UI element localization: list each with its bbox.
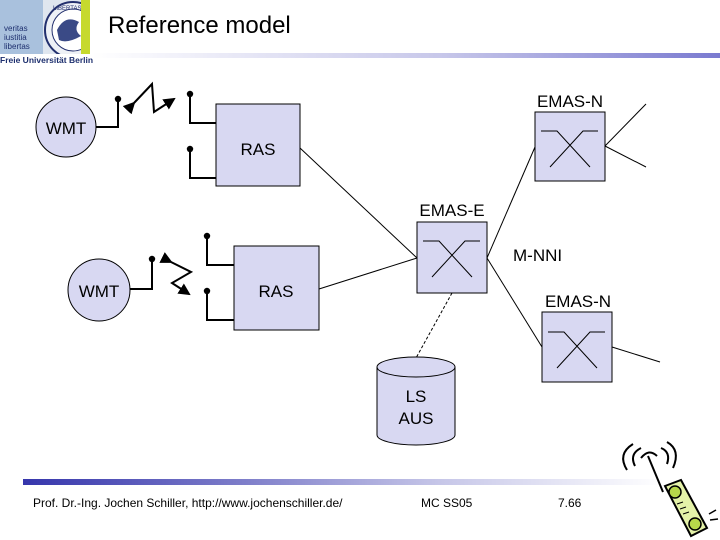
ras-1-antenna-top bbox=[186, 90, 216, 124]
wmt-2-antenna bbox=[130, 255, 156, 290]
ras-1-antenna-bottom bbox=[186, 145, 216, 179]
aus-label: AUS bbox=[399, 409, 434, 428]
wmt-1-label: WMT bbox=[46, 119, 87, 138]
logo-motto-iustitia: iustitia bbox=[4, 33, 27, 42]
footer-page-number: 7.66 bbox=[558, 496, 582, 510]
ras-node-1: RAS bbox=[186, 90, 301, 187]
slide-title: Reference model bbox=[108, 12, 291, 39]
link-emas-e-ls-aus bbox=[415, 292, 453, 359]
emas-n-bottom-label: EMAS-N bbox=[545, 292, 611, 311]
emas-n-switch-bottom: EMAS-N bbox=[541, 292, 613, 383]
wmt-2-label: WMT bbox=[79, 282, 120, 301]
link-emas-e-emas-n-bottom bbox=[486, 257, 543, 348]
logo-motto-veritas: veritas bbox=[4, 24, 28, 33]
seal-text: LIBERTAS bbox=[53, 6, 81, 12]
ls-label: LS bbox=[406, 387, 427, 406]
ras-2-antenna-bottom bbox=[203, 287, 234, 321]
university-logo-panel: veritas iustitia libertas bbox=[0, 0, 43, 54]
m-nni-label: M-NNI bbox=[513, 246, 562, 265]
radio-link-1-icon bbox=[122, 81, 176, 115]
logo-accent-strip bbox=[81, 0, 90, 54]
switch-cross-icon bbox=[548, 331, 605, 369]
ras-2-label: RAS bbox=[259, 282, 294, 301]
title-underline-bar bbox=[92, 53, 720, 58]
mobile-phone-antenna-icon bbox=[622, 441, 719, 538]
ls-aus-database: LS AUS bbox=[376, 356, 456, 446]
radio-link-2-icon bbox=[159, 252, 194, 296]
link-emas-n-bottom-out bbox=[611, 346, 661, 363]
footer-course: MC SS05 bbox=[421, 496, 473, 510]
link-ras2-emas-e bbox=[318, 257, 418, 290]
emas-n-top-label: EMAS-N bbox=[537, 92, 603, 111]
emas-n-switch-top: EMAS-N bbox=[534, 92, 606, 182]
logo-motto-libertas: libertas bbox=[4, 42, 30, 51]
link-emas-e-emas-n-top bbox=[486, 146, 536, 259]
switch-cross-icon bbox=[541, 130, 598, 168]
emas-e-label: EMAS-E bbox=[419, 201, 484, 220]
logo-caption: Freie Universität Berlin bbox=[0, 55, 94, 65]
wmt-1-antenna bbox=[96, 95, 122, 128]
link-ras1-emas-e bbox=[299, 147, 418, 259]
footer-author: Prof. Dr.-Ing. Jochen Schiller, http://w… bbox=[33, 496, 343, 510]
link-emas-n-top-out-2 bbox=[604, 145, 647, 168]
link-emas-n-top-out-1 bbox=[604, 103, 647, 147]
ras-2-antenna-top bbox=[203, 232, 234, 266]
ras-node-2: RAS bbox=[203, 232, 320, 331]
wmt-node-1: WMT bbox=[35, 95, 122, 158]
university-seal-icon: LIBERTAS bbox=[43, 0, 81, 54]
ras-1-label: RAS bbox=[241, 140, 276, 159]
emas-e-switch: EMAS-E bbox=[416, 201, 488, 294]
switch-cross-icon bbox=[423, 240, 480, 278]
wmt-node-2: WMT bbox=[67, 255, 156, 322]
footer-bar bbox=[23, 479, 663, 485]
